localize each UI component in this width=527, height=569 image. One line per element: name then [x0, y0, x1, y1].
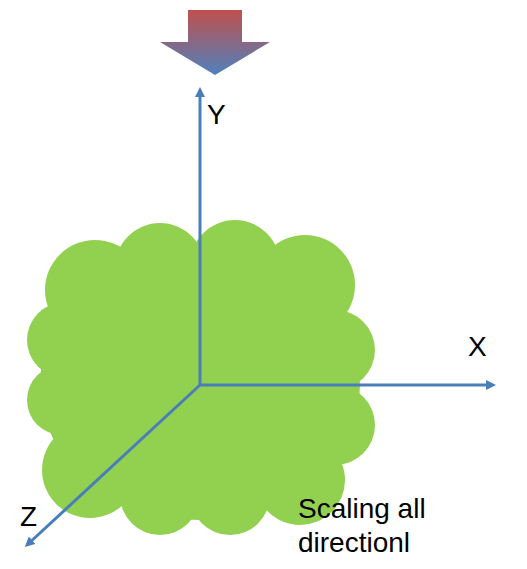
axis-label: X	[468, 330, 487, 364]
coordinate-axes	[27, 90, 493, 545]
axis-label: Z	[20, 500, 37, 534]
force-arrow	[160, 10, 270, 75]
axis-label: Y	[207, 98, 226, 132]
note-text: Scaling all directionl	[298, 492, 520, 559]
